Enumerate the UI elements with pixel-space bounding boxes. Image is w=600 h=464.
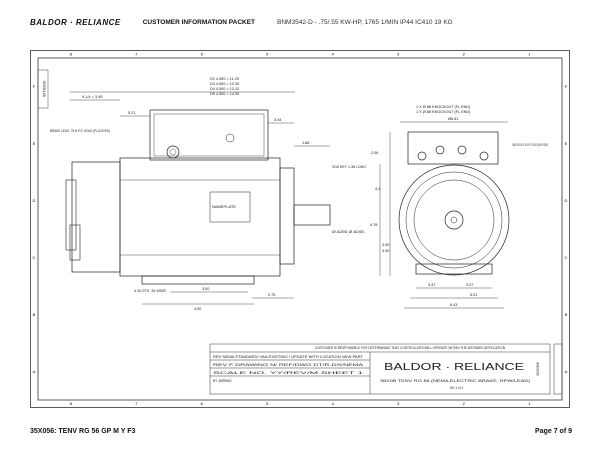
overall-list-1: D2 4.500 = 11.25 (210, 77, 239, 81)
column-marker-3-top: 3 (397, 52, 400, 57)
dim-shaft-dia: Ø.6250 Ø.6245 (332, 230, 364, 234)
title-note: CUSTOMER IS RESPONSIBLE FOR DETERMINING … (315, 346, 506, 350)
motor-frame (119, 157, 281, 277)
row-marker-E-left: E (33, 141, 36, 146)
dim-h-d: 3.50 (382, 243, 389, 247)
row-marker-F-left: F (33, 84, 36, 89)
end-view-outer-circle (398, 164, 510, 276)
column-marker-8-bottom: 8 (70, 401, 73, 406)
spec-line: BNM3542-D - .75/.55 KW-HP, 1765 1/MIN IP… (277, 18, 453, 26)
dim-brake-lead: BRAKE LEAD .75 N.P.S. HOLE (PLUGGED) (50, 129, 111, 133)
column-marker-5-bottom: 5 (266, 401, 269, 406)
column-marker-1-bottom: 1 (528, 401, 531, 406)
nameplate-label: NAMEPLATE (212, 204, 236, 209)
page-header: BALDOR · RELIANCE CUSTOMER INFORMATION P… (30, 14, 580, 30)
column-marker-8-top: 8 (70, 52, 73, 57)
title-row-4: BY JWRRAD (213, 379, 232, 383)
shaft-end (444, 210, 464, 230)
end-bracket (279, 167, 295, 265)
dim-slots: 4 SLOTS .34 WIDE (134, 289, 166, 293)
row-marker-D-left: D (33, 198, 36, 203)
dim-key: 3/16 KEY 1.38 LONG (332, 165, 366, 169)
row-marker-C-right: C (565, 255, 568, 260)
column-marker-7-top: 7 (135, 52, 138, 57)
dim-w-b: 3.47 (466, 283, 473, 287)
dim-knockouts-1: 1 X Ø.88 KNOCKOUT (FL END) (416, 105, 471, 109)
column-marker-5-top: 5 (266, 52, 269, 57)
dim-len-e: 3.00 (202, 287, 209, 291)
column-marker-2-bottom: 2 (463, 401, 466, 406)
row-marker-D-right: D (565, 198, 568, 203)
dim-knockouts-2: 1 X Ø.88 KNOCKOUT (FL END) (416, 110, 471, 114)
side-tag-top: 003X130 (37, 69, 49, 109)
row-marker-C-left: C (33, 255, 36, 260)
dim-w-a: 3.47 (428, 283, 435, 287)
dim-w-c: 5.01 (470, 293, 477, 297)
row-marker-B-left: B (33, 312, 36, 317)
dim-h-e: 3.50 (382, 249, 389, 253)
engineering-drawing: 8 8 7 7 6 6 5 5 4 4 3 3 2 2 1 1 F F E E D D C C B B A A 003X130 (30, 50, 570, 408)
dim-lead-hole: LEAD HOLE Ø .5 N.P.S. PLUG (EACH SIDE) (512, 143, 548, 147)
brand-logo: BALDOR · RELIANCE (30, 17, 121, 27)
title-row-1: REV NEMA STANDARD/ VAA EXISTING / UPDATE… (213, 355, 363, 359)
row-marker-B-right: B (565, 312, 568, 317)
footer-left: 35X056: TENV RG 56 GP M Y F3 (30, 428, 136, 435)
dim-w-d: 6.43 (450, 303, 457, 307)
dim-dia: Ø6.61 (448, 117, 458, 121)
brake-housing (71, 161, 121, 273)
row-marker-A-left: A (33, 369, 36, 374)
row-marker-E-right: E (565, 141, 568, 146)
dim-h-a: 2.06 (371, 151, 378, 155)
title-row-3: SCALE NO. YY/REV/M SHEET 1 (213, 371, 364, 375)
motor-base (141, 275, 255, 285)
shaft (293, 204, 331, 226)
dim-len-g: 2.75 (268, 293, 275, 297)
column-marker-6-top: 6 (201, 52, 204, 57)
motor-end-view (379, 121, 510, 309)
overall-list-3: D4 4.500 = 13.12 (210, 87, 239, 91)
row-markers: F F E E D D C C B B A A (33, 84, 568, 374)
title-block (209, 343, 563, 395)
dim-len-b: 5.21 (128, 111, 135, 115)
column-marker-7-bottom: 7 (135, 401, 138, 406)
conduit-box (149, 109, 269, 161)
column-marker-4-bottom: 4 (332, 401, 335, 406)
column-marker-3-bottom: 3 (397, 401, 400, 406)
overall-list-2: D3 4.500 = 12.30 (210, 82, 239, 86)
dim-len-d: 1.88 (302, 141, 309, 145)
column-markers: 8 8 7 7 6 6 5 5 4 4 3 3 2 2 1 1 (70, 52, 532, 407)
row-marker-F-right: F (565, 84, 568, 89)
conduit-box-end (407, 131, 499, 165)
column-marker-1-top: 1 (528, 52, 531, 57)
footer-right: Page 7 of 9 (535, 428, 572, 435)
column-marker-2-top: 2 (463, 52, 466, 57)
packet-title: CUSTOMER INFORMATION PACKET (142, 18, 256, 26)
dim-h-b: 4.4 (375, 187, 380, 191)
motor-side-view (65, 91, 331, 305)
overall-list-4: D5 4.500 = 14.00 (210, 92, 239, 96)
end-view-base (415, 263, 493, 275)
dim-len-c: 3.44 (274, 118, 281, 122)
title-brand: BALDOR · RELIANCE (384, 362, 524, 373)
title-row-2: REV F DRAWING N/ REF/DWG DT/R-DS/NEMA (213, 363, 365, 367)
title-desc: 35X0B TENV RG 56 (NEMA ELECTRIC BRAKE, R… (380, 379, 530, 383)
title-side-code: 35X056 (535, 361, 540, 376)
column-marker-6-bottom: 6 (201, 401, 204, 406)
dim-h-c: 4.78 (370, 223, 377, 227)
side-tag-top-text: 003X130 (42, 81, 47, 98)
title-sheet: SH 1 of 1 (450, 386, 464, 390)
row-marker-A-right: A (565, 369, 568, 374)
dim-len-a: 9-1/4 = 3.49 (82, 95, 102, 99)
dim-len-f: 4.50 (194, 307, 201, 311)
column-marker-4-top: 4 (332, 52, 335, 57)
nameplate-box (209, 191, 251, 223)
